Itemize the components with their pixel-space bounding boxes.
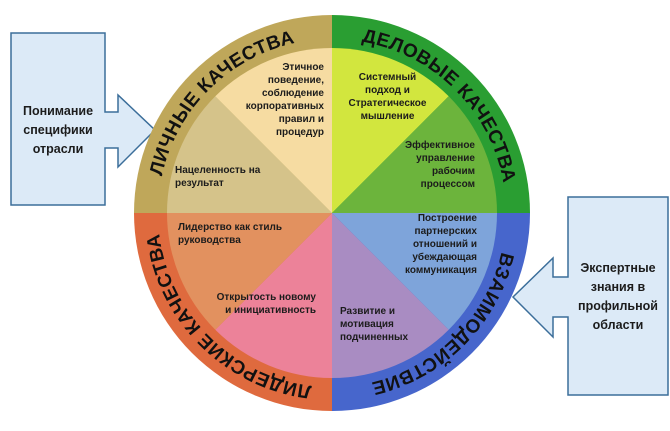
sector-label-development: Развитие и мотивация подчиненных (340, 306, 409, 343)
sector-partnership (332, 213, 498, 330)
sector-openness (215, 213, 332, 378)
callout-right-arrow-shape (511, 196, 669, 396)
sector-label-leadership-style: Лидерство как стиль руководства (178, 222, 282, 246)
sector-label-partnership: Построение партнерских отношений и убежд… (405, 213, 477, 276)
sector-label-result-focus: Нацеленность на результат (175, 165, 261, 189)
sector-process-mgmt (332, 96, 498, 213)
sector-systemic (332, 47, 449, 214)
sector-leadership-style (167, 213, 332, 330)
sector-label-ethics: Этичное поведение, соблюдение корпоратив… (245, 62, 324, 138)
sector-label-systemic: Системный подход и Стратегическое мышлен… (348, 72, 427, 122)
sector-development (332, 213, 449, 378)
sector-label-process-mgmt: Эффективное управление рабочим процессом (405, 140, 475, 190)
callout-left-text: Понимание специфики отрасли (22, 104, 94, 156)
callout-right-text: Экспертные знания в профильной области (578, 261, 658, 332)
callout-left-arrow-shape (10, 32, 157, 206)
sector-ethics (215, 47, 332, 213)
sector-label-openness: Открытость новому и инициативность (216, 292, 316, 316)
sector-result-focus (166, 96, 332, 213)
